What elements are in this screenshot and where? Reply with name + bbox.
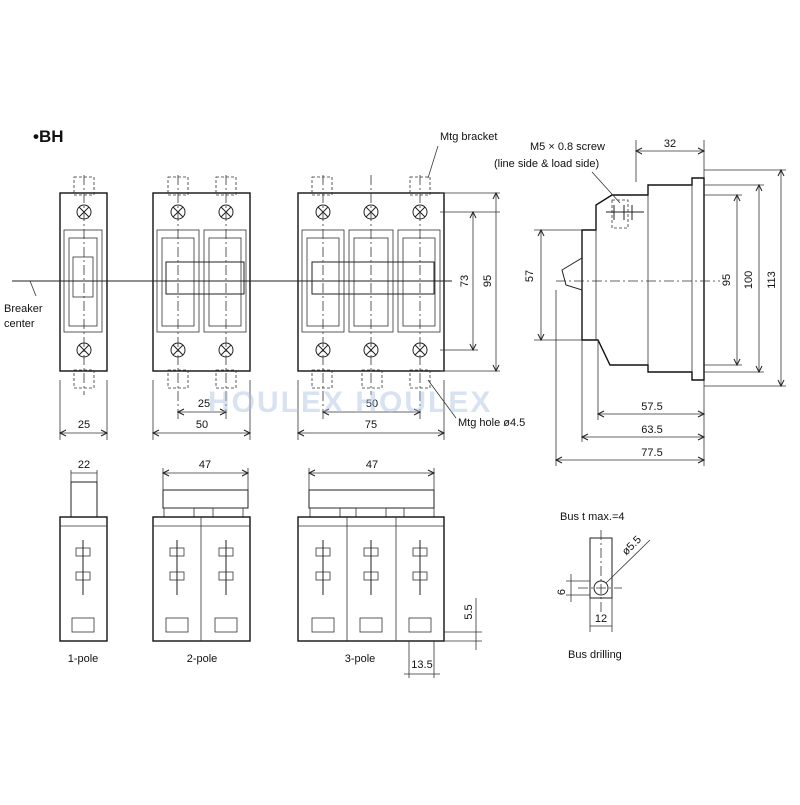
mtg-bracket-label: Mtg bracket (440, 131, 497, 143)
bottom-view-2-pole: 47 2-pole (152, 459, 251, 665)
dim-95-front: 95 (482, 275, 494, 287)
dim-47-3pole: 47 (366, 459, 378, 471)
bus-thickness-label: Bus t max.=4 (560, 511, 625, 523)
pole-1-label: 1-pole (68, 653, 99, 665)
dim-25-width: 25 (78, 419, 90, 431)
bottom-view-3-pole: 47 3-pole 5.5 13.5 (297, 459, 482, 678)
breaker-center-leader (29, 280, 37, 297)
dim-bus-12: 12 (595, 613, 607, 625)
breaker-center-label-2: center (4, 318, 35, 330)
side-view (556, 177, 720, 381)
dim-100: 100 (743, 271, 755, 289)
pole-3-label: 3-pole (345, 653, 376, 665)
dim-13-5: 13.5 (411, 659, 432, 671)
mtg-hole-label: Mtg hole ø4.5 (458, 417, 525, 429)
dim-113: 113 (766, 271, 778, 289)
bottom-view-1-pole: 22 1-pole (59, 459, 108, 665)
screw-label-2: (line side & load side) (494, 158, 599, 170)
screw-leader (591, 171, 621, 204)
dim-57: 57 (524, 270, 536, 282)
dim-22: 22 (78, 459, 90, 471)
dim-25-pitch: 25 (198, 398, 210, 410)
front-width-dims: 25 50 25 75 50 (58, 380, 446, 440)
watermark: HOULEX HOULEX (208, 386, 492, 419)
dim-32: 32 (664, 138, 676, 150)
dim-75-width: 75 (365, 419, 377, 431)
bus-drilling-detail: Bus t max.=4 ø5.5 6 12 Bus drilling (556, 511, 651, 661)
dim-47-2pole: 47 (199, 459, 211, 471)
dim-bus-6: 6 (556, 589, 568, 595)
mtg-bracket-leader (427, 145, 439, 179)
dim-63-5: 63.5 (641, 424, 662, 436)
dim-95-side: 95 (721, 274, 733, 286)
dim-73: 73 (459, 275, 471, 287)
mtg-hole-leader (427, 379, 457, 419)
dim-57-5: 57.5 (641, 401, 662, 413)
front-height-dims: 73 95 (440, 191, 500, 373)
page-title: •BH (33, 127, 64, 146)
screw-label-1: M5 × 0.8 screw (530, 141, 605, 153)
dim-50-pitch: 50 (366, 398, 378, 410)
pole-2-label: 2-pole (187, 653, 218, 665)
dim-50-width: 50 (196, 419, 208, 431)
side-dims: 32 57 95 100 113 57.5 63.5 (524, 138, 786, 466)
bus-drilling-label: Bus drilling (568, 649, 622, 661)
front-view-2-pole (152, 175, 251, 420)
breaker-center-label-1: Breaker (4, 303, 43, 315)
front-view-1-pole (59, 175, 108, 395)
dim-77-5: 77.5 (641, 447, 662, 459)
dim-5-5: 5.5 (463, 604, 475, 619)
front-view-3-pole (297, 175, 445, 420)
